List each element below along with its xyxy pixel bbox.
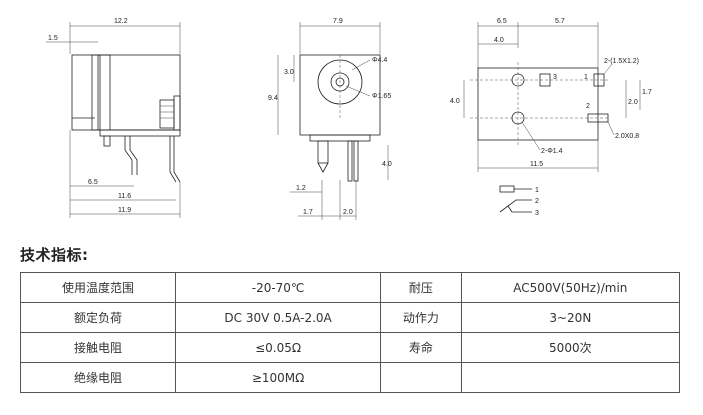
front-view: 7.9 Φ4.4 Φ1.65 3.0 9.4 4.0 1.2 1.7 2.0 <box>268 18 392 220</box>
dim-pcb-inner: 4.0 <box>494 37 504 44</box>
dim-pcb-left-h: 4.0 <box>450 98 460 105</box>
spec-row: 接触电阻 ≤0.05Ω 寿命 5000次 <box>19 332 681 363</box>
dim-pcb-right-top: 5.7 <box>555 18 565 25</box>
dim-pcb-holes: 2-Φ1.4 <box>541 148 563 155</box>
spec-value: ≤0.05Ω <box>175 332 382 363</box>
spec-value: -20-70℃ <box>175 272 382 303</box>
dim-side-d1: 6.5 <box>88 179 98 186</box>
spec-label: 动作力 <box>380 302 462 333</box>
schematic-label-1: 1 <box>535 187 539 194</box>
spec-label: 绝缘电阻 <box>19 362 177 393</box>
dim-side-top: 12.2 <box>114 18 128 25</box>
spec-title: 技术指标: <box>20 246 89 264</box>
schematic-label-3: 3 <box>535 210 539 217</box>
spec-label <box>380 362 462 393</box>
dim-side-d2: 11.6 <box>118 193 131 200</box>
dim-pcb-pad: 2-(1.5X1.2) <box>604 58 639 65</box>
spec-row: 使用温度范围 -20-70℃ 耐压 AC500V(50Hz)/min <box>19 272 681 303</box>
dim-front-top: 7.9 <box>333 18 343 25</box>
dim-side-left: 1.5 <box>48 35 58 42</box>
spec-row: 绝缘电阻 ≥100MΩ <box>19 362 681 393</box>
dim-pcb-left-top: 6.5 <box>497 18 507 25</box>
spec-value: 3~20N <box>460 302 681 333</box>
dim-pcb-bottom: 11.5 <box>530 161 543 168</box>
dim-pcb-r2: 1.7 <box>642 89 652 96</box>
dim-front-height: 9.4 <box>268 95 278 102</box>
dim-pcb-r1: 2.0 <box>628 99 638 106</box>
pin-label-1: 1 <box>584 74 588 81</box>
dim-front-c: 2.0 <box>343 209 353 216</box>
dim-front-pin-len: 4.0 <box>382 161 392 168</box>
dim-front-hole-inner: Φ1.65 <box>372 93 391 100</box>
schematic-symbol: 1 2 3 <box>499 185 539 217</box>
spec-label: 耐压 <box>380 272 462 303</box>
spec-value: AC500V(50Hz)/min <box>460 272 681 303</box>
pin-label-3: 3 <box>553 74 557 81</box>
spec-table: 使用温度范围 -20-70℃ 耐压 AC500V(50Hz)/min 额定负荷 … <box>19 272 681 393</box>
spec-label: 使用温度范围 <box>19 272 177 303</box>
dim-front-b: 1.7 <box>303 209 313 216</box>
spec-row: 额定负荷 DC 30V 0.5A-2.0A 动作力 3~20N <box>19 302 681 333</box>
spec-value <box>460 362 681 393</box>
pcb-layout-view: 6.5 5.7 4.0 3 1 2 2-(1.5X1.2) 2.0X0.8 2-… <box>450 18 652 172</box>
spec-value: 5000次 <box>460 332 681 363</box>
spec-value: DC 30V 0.5A-2.0A <box>175 302 382 333</box>
pin-label-2: 2 <box>586 103 590 110</box>
dim-pcb-slot: 2.0X0.8 <box>615 133 639 140</box>
dim-front-a: 1.2 <box>296 185 306 192</box>
dim-front-vert: 3.0 <box>284 69 294 76</box>
technical-drawing: 12.2 1.5 6.5 11.6 11.9 7.9 <box>46 18 652 220</box>
spec-label: 寿命 <box>380 332 462 363</box>
dim-side-d3: 11.9 <box>118 207 131 214</box>
dim-front-hole-outer: Φ4.4 <box>372 57 387 64</box>
spec-value: ≥100MΩ <box>175 362 382 393</box>
schematic-label-2: 2 <box>535 198 539 205</box>
spec-label: 额定负荷 <box>19 302 177 333</box>
spec-label: 接触电阻 <box>19 332 177 363</box>
side-view: 12.2 1.5 6.5 11.6 11.9 <box>46 18 181 218</box>
